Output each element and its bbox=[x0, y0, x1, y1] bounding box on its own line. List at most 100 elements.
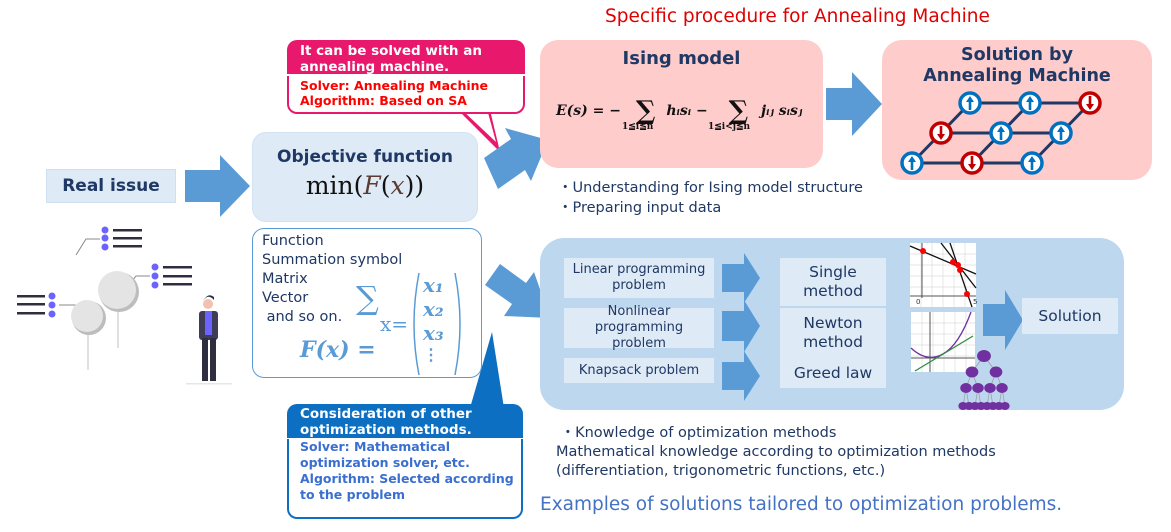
arrow-nonlinear bbox=[722, 300, 760, 352]
vector-entry: x₂ bbox=[423, 297, 444, 321]
optimization-notes: ・Knowledge of optimization methods Mathe… bbox=[556, 424, 996, 481]
other-methods-callout: Consideration of other optimization meth… bbox=[287, 404, 523, 519]
note-item: Mathematical knowledge according to opti… bbox=[556, 444, 996, 460]
eq-term-2: jᵢⱼ sᵢsⱼ bbox=[761, 103, 803, 119]
callout-detail-line: optimization solver, etc. bbox=[300, 455, 470, 470]
eq-term-1: hᵢsᵢ − bbox=[666, 103, 708, 119]
ising-notes: ・Understanding for Ising model structure… bbox=[558, 179, 863, 218]
solution-box: Solution bbox=[1022, 298, 1118, 334]
annealing-callout-heading: It can be solved with an annealing machi… bbox=[287, 40, 525, 75]
method-text: method bbox=[803, 333, 863, 351]
callout-heading-line: Consideration of other bbox=[300, 406, 472, 422]
tree-node bbox=[977, 350, 991, 362]
method-text: Greed law bbox=[793, 363, 873, 382]
formula-paren: ) bbox=[414, 171, 425, 200]
tree-node bbox=[1000, 402, 1010, 410]
math-concepts-list: Function Summation symbol Matrix Vector … bbox=[262, 232, 402, 327]
problem-box-knapsack: Knapsack problem bbox=[564, 358, 714, 383]
spin-up-icon bbox=[900, 151, 924, 175]
blue-callout-tail bbox=[470, 332, 504, 408]
vector-entry: ⋮ bbox=[423, 345, 439, 364]
fx-expression: F(x) = bbox=[300, 337, 376, 363]
formula-x: x bbox=[390, 171, 405, 200]
spin-up-icon bbox=[989, 121, 1013, 145]
person-icon bbox=[186, 295, 232, 385]
spin-up-icon bbox=[958, 91, 982, 115]
eq-sum-1: ∑ bbox=[635, 96, 656, 126]
callout-solver: Solver: Annealing Machine bbox=[300, 78, 489, 93]
ising-model-box: Ising model E(s) = − ∑ hᵢsᵢ − ∑ jᵢⱼ sᵢsⱼ… bbox=[540, 40, 823, 168]
ising-equation: E(s) = − ∑ hᵢsᵢ − ∑ jᵢⱼ sᵢsⱼ bbox=[556, 92, 803, 126]
callout-detail-line: Algorithm: Selected according bbox=[300, 471, 514, 486]
vector-matrix: x₁ x₂ x₃ ⋮ bbox=[409, 271, 465, 377]
formula-paren: ) bbox=[404, 171, 415, 200]
objective-function-formula: min(F(x)) bbox=[253, 171, 477, 200]
spin-up-icon bbox=[1018, 91, 1042, 115]
problem-text: Nonlinear programming bbox=[594, 304, 684, 335]
method-arrows bbox=[722, 253, 760, 401]
tree-node bbox=[972, 383, 984, 393]
tree-icon bbox=[71, 271, 139, 370]
problem-text: Linear programming bbox=[572, 262, 706, 277]
tree-node bbox=[965, 366, 979, 378]
annealing-solution-box: Solution by Annealing Machine bbox=[882, 40, 1152, 180]
method-box-greedy: Greed law bbox=[780, 358, 886, 388]
annealing-callout: It can be solved with an annealing machi… bbox=[287, 40, 527, 114]
arrow-linear bbox=[722, 253, 760, 303]
graph-tick-5: 5 bbox=[973, 298, 977, 306]
callout-heading-line: annealing machine. bbox=[300, 59, 450, 75]
linear-programming-graph: 0 5 bbox=[909, 242, 977, 308]
problem-text: Knapsack problem bbox=[578, 362, 700, 378]
method-text: Newton bbox=[803, 314, 863, 332]
spin-down-icon bbox=[960, 151, 984, 175]
math-concept-item: and so on. bbox=[262, 309, 343, 325]
method-illustrations: 0 5 bbox=[909, 242, 1023, 410]
math-concept-item: Summation symbol bbox=[262, 252, 403, 268]
callout-detail-line: to the problem bbox=[300, 487, 406, 502]
title-line: Solution by bbox=[961, 45, 1073, 65]
eq-subscript-1: 1≦i≦n bbox=[622, 122, 654, 132]
sigma-symbol: ∑ bbox=[356, 279, 379, 317]
math-concept-item: Vector bbox=[262, 290, 309, 306]
objective-function-box: Objective function min(F(x)) bbox=[252, 132, 478, 222]
tree-node bbox=[984, 383, 996, 393]
spin-up-icon bbox=[1020, 151, 1044, 175]
vector-label: x= bbox=[380, 312, 409, 336]
method-text: Single bbox=[809, 263, 857, 281]
issue-illustration bbox=[17, 226, 232, 385]
arrow-math-to-methods bbox=[485, 264, 550, 318]
spin-up-icon bbox=[1049, 121, 1073, 145]
math-concept-item: Function bbox=[262, 233, 324, 249]
spin-down-icon bbox=[929, 121, 953, 145]
ising-model-title: Ising model bbox=[622, 48, 741, 69]
other-methods-details: Solver: Mathematical optimization solver… bbox=[287, 439, 523, 519]
solutions-title: Examples of solutions tailored to optimi… bbox=[540, 494, 1063, 515]
callout-heading-line: It can be solved with an bbox=[300, 43, 482, 59]
formula-min: min bbox=[305, 171, 354, 200]
arrow-knapsack bbox=[722, 351, 760, 401]
procedure-title: Specific procedure for Annealing Machine bbox=[605, 6, 990, 27]
arrow-to-solution bbox=[983, 290, 1023, 350]
arrow-ising-to-annealing bbox=[826, 72, 882, 136]
tree-node bbox=[989, 366, 1003, 378]
formula-F: F bbox=[363, 171, 381, 200]
vector-entry: x₃ bbox=[423, 321, 444, 345]
title-line: Annealing Machine bbox=[923, 66, 1111, 86]
math-concepts-box: Function Summation symbol Matrix Vector … bbox=[252, 228, 482, 378]
callout-algorithm: Algorithm: Based on SA bbox=[300, 93, 467, 108]
math-concept-item: Matrix bbox=[262, 271, 308, 287]
vector-entry: x₁ bbox=[423, 273, 444, 297]
tree-search-graph bbox=[958, 350, 1010, 410]
note-item: ・Preparing input data bbox=[558, 199, 722, 216]
eq-lhs: E(s) = − bbox=[556, 103, 622, 119]
arrow-objective-to-ising bbox=[484, 128, 548, 189]
callout-detail-line: Solver: Mathematical bbox=[300, 439, 451, 454]
formula-paren: ( bbox=[380, 171, 391, 200]
annealing-callout-details: Solver: Annealing Machine Algorithm: Bas… bbox=[287, 76, 525, 114]
note-item: ・Understanding for Ising model structure bbox=[558, 180, 863, 196]
real-issue-box: Real issue bbox=[46, 169, 176, 203]
